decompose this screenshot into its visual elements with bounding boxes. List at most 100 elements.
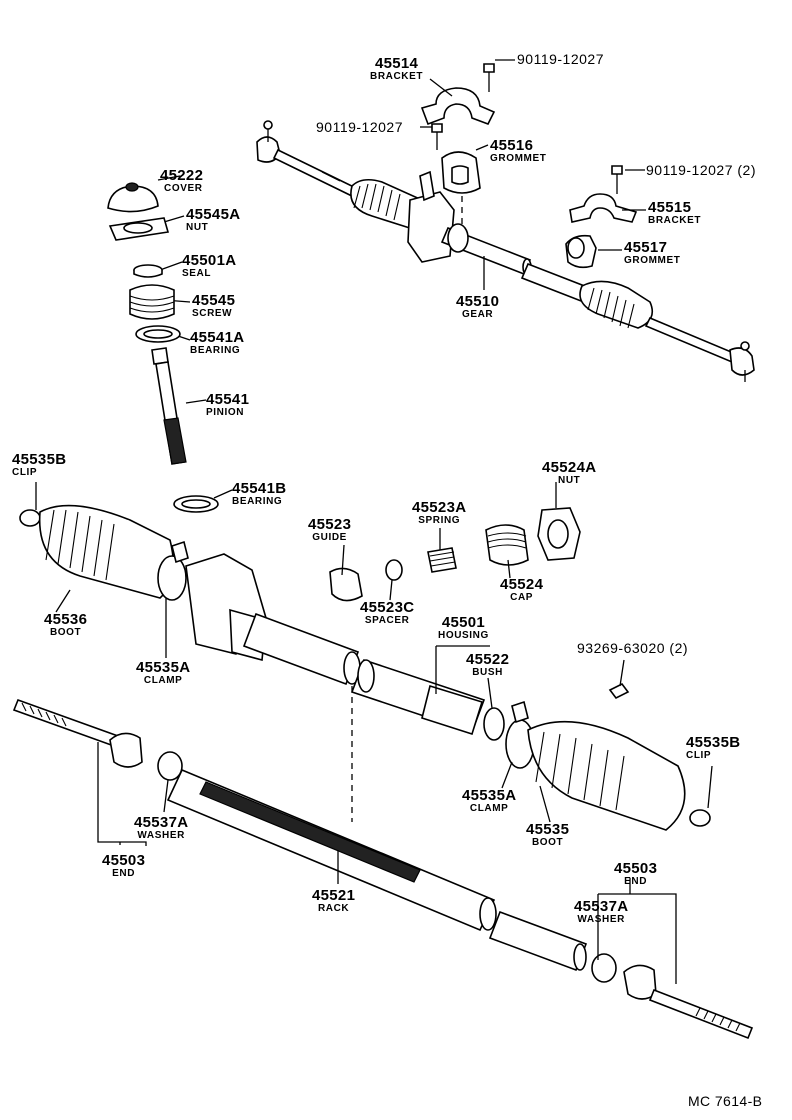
part-number: 45535B: [686, 734, 741, 751]
label-45536: 45536 BOOT: [44, 612, 87, 638]
part-name: SEAL: [182, 268, 212, 279]
part-name: CLAMP: [143, 675, 183, 686]
label-45541A: 45541A BEARING: [190, 330, 244, 356]
label-45535A-right: 45535A CLAMP: [462, 788, 516, 814]
part-number: 45503: [102, 852, 146, 869]
label-45541B: 45541B BEARING: [232, 481, 286, 507]
leader-lines-middle: [55, 482, 625, 823]
part-name: WASHER: [577, 914, 625, 925]
part-name: SPRING: [418, 515, 461, 526]
label-45517: 45517 GROMMET: [624, 240, 680, 266]
label-45523A: 45523A SPRING: [412, 500, 466, 526]
label-45535: 45535 BOOT: [526, 822, 569, 848]
label-45535A-left: 45535A CLAMP: [136, 660, 190, 686]
gear-assembly-illustration: [256, 63, 755, 382]
label-93269: 93269-63020 (2): [577, 640, 689, 656]
part-name: GROMMET: [624, 255, 681, 266]
label-45503-right: 45503 END: [614, 861, 657, 887]
label-45510: 45510 GEAR: [456, 294, 499, 320]
label-45522: 45522 BUSH: [466, 652, 509, 678]
part-name: BOOT: [49, 627, 82, 638]
part-name: GROMMET: [490, 153, 547, 164]
part-name: BOOT: [531, 837, 564, 848]
rack-and-ends-illustration: [12, 698, 754, 1040]
part-number: 45536: [44, 611, 88, 628]
part-number: 45521: [312, 887, 356, 904]
label-45523: 45523 GUIDE: [308, 517, 351, 543]
label-45537A-left: 45537A WASHER: [134, 815, 188, 841]
part-number: 45524: [500, 576, 544, 593]
part-name: BEARING: [232, 496, 283, 507]
label-45541: 45541 PINION: [206, 392, 249, 418]
label-45537A-right: 45537A WASHER: [574, 899, 628, 925]
label-45521: 45521 RACK: [312, 888, 355, 914]
part-name: GUIDE: [312, 532, 347, 543]
part-name: CLIP: [686, 750, 712, 761]
label-45535B-right: 45535B CLIP: [686, 735, 740, 761]
part-number: 45222: [160, 167, 204, 184]
label-90119-left: 90119-12027: [316, 119, 403, 135]
part-number: 45535A: [136, 659, 191, 676]
part-name: BUSH: [472, 667, 503, 678]
part-name: CLIP: [12, 467, 38, 478]
part-name: GEAR: [461, 309, 494, 320]
diagram-reference: MC 7614-B: [688, 1093, 763, 1109]
part-number: 45523C: [360, 599, 415, 616]
part-name: CLAMP: [469, 803, 509, 814]
part-name: END: [624, 876, 648, 887]
part-name: RACK: [317, 903, 350, 914]
label-45514: 45514 BRACKET: [370, 56, 423, 82]
label-45501: 45501 HOUSING: [438, 615, 489, 641]
part-number: 45541: [206, 391, 250, 408]
part-number: 45501: [441, 614, 486, 631]
part-name: END: [112, 868, 136, 879]
part-name: SCREW: [192, 308, 233, 319]
label-45545A: 45545A NUT: [186, 207, 240, 233]
label-45524A: 45524A NUT: [542, 460, 596, 486]
part-name: PINION: [206, 407, 245, 418]
label-45524: 45524 CAP: [500, 577, 543, 603]
part-name: BRACKET: [370, 71, 424, 82]
part-number: 45545A: [186, 206, 241, 223]
part-number: 45517: [624, 239, 668, 256]
part-number: 45541A: [190, 329, 245, 346]
part-name: COVER: [164, 183, 203, 194]
label-45516: 45516 GROMMET: [490, 138, 546, 164]
part-number: 45516: [490, 137, 534, 154]
part-number: 45514: [374, 55, 419, 72]
part-number: 45515: [648, 199, 692, 216]
part-name: NUT: [186, 222, 209, 233]
housing-assembly-illustration: [19, 482, 713, 831]
label-45501A: 45501A SEAL: [182, 253, 236, 279]
part-number: 45524A: [542, 459, 597, 476]
label-45535B-left: 45535B CLIP: [12, 452, 66, 478]
label-90119-right: 90119-12027 (2): [646, 162, 756, 178]
label-90119-top: 90119-12027: [517, 51, 604, 67]
label-45545: 45545 SCREW: [192, 293, 235, 319]
part-number: 45523: [308, 516, 352, 533]
pinion-stack-illustration: [107, 182, 219, 513]
part-number: 45535A: [462, 787, 517, 804]
label-45503-left: 45503 END: [102, 853, 145, 879]
part-name: BEARING: [190, 345, 241, 356]
part-number: 45541B: [232, 480, 287, 497]
part-number: 45501A: [182, 252, 237, 269]
part-number: 45510: [456, 293, 500, 310]
part-name: BRACKET: [648, 215, 702, 226]
leader-lines-bottom: [97, 742, 677, 984]
part-number: 45545: [192, 292, 236, 309]
label-45222: 45222 COVER: [160, 168, 203, 194]
label-45515: 45515 BRACKET: [648, 200, 701, 226]
part-name: CAP: [510, 592, 534, 603]
part-number: 45523A: [412, 499, 467, 516]
part-number: 45535B: [12, 451, 67, 468]
part-number: 45537A: [574, 898, 629, 915]
part-number: 45503: [614, 860, 658, 877]
part-name: WASHER: [137, 830, 185, 841]
part-name: SPACER: [364, 615, 410, 626]
part-name: HOUSING: [438, 630, 489, 641]
part-number: 45537A: [134, 814, 189, 831]
part-number: 45535: [526, 821, 570, 838]
part-name: NUT: [558, 475, 581, 486]
